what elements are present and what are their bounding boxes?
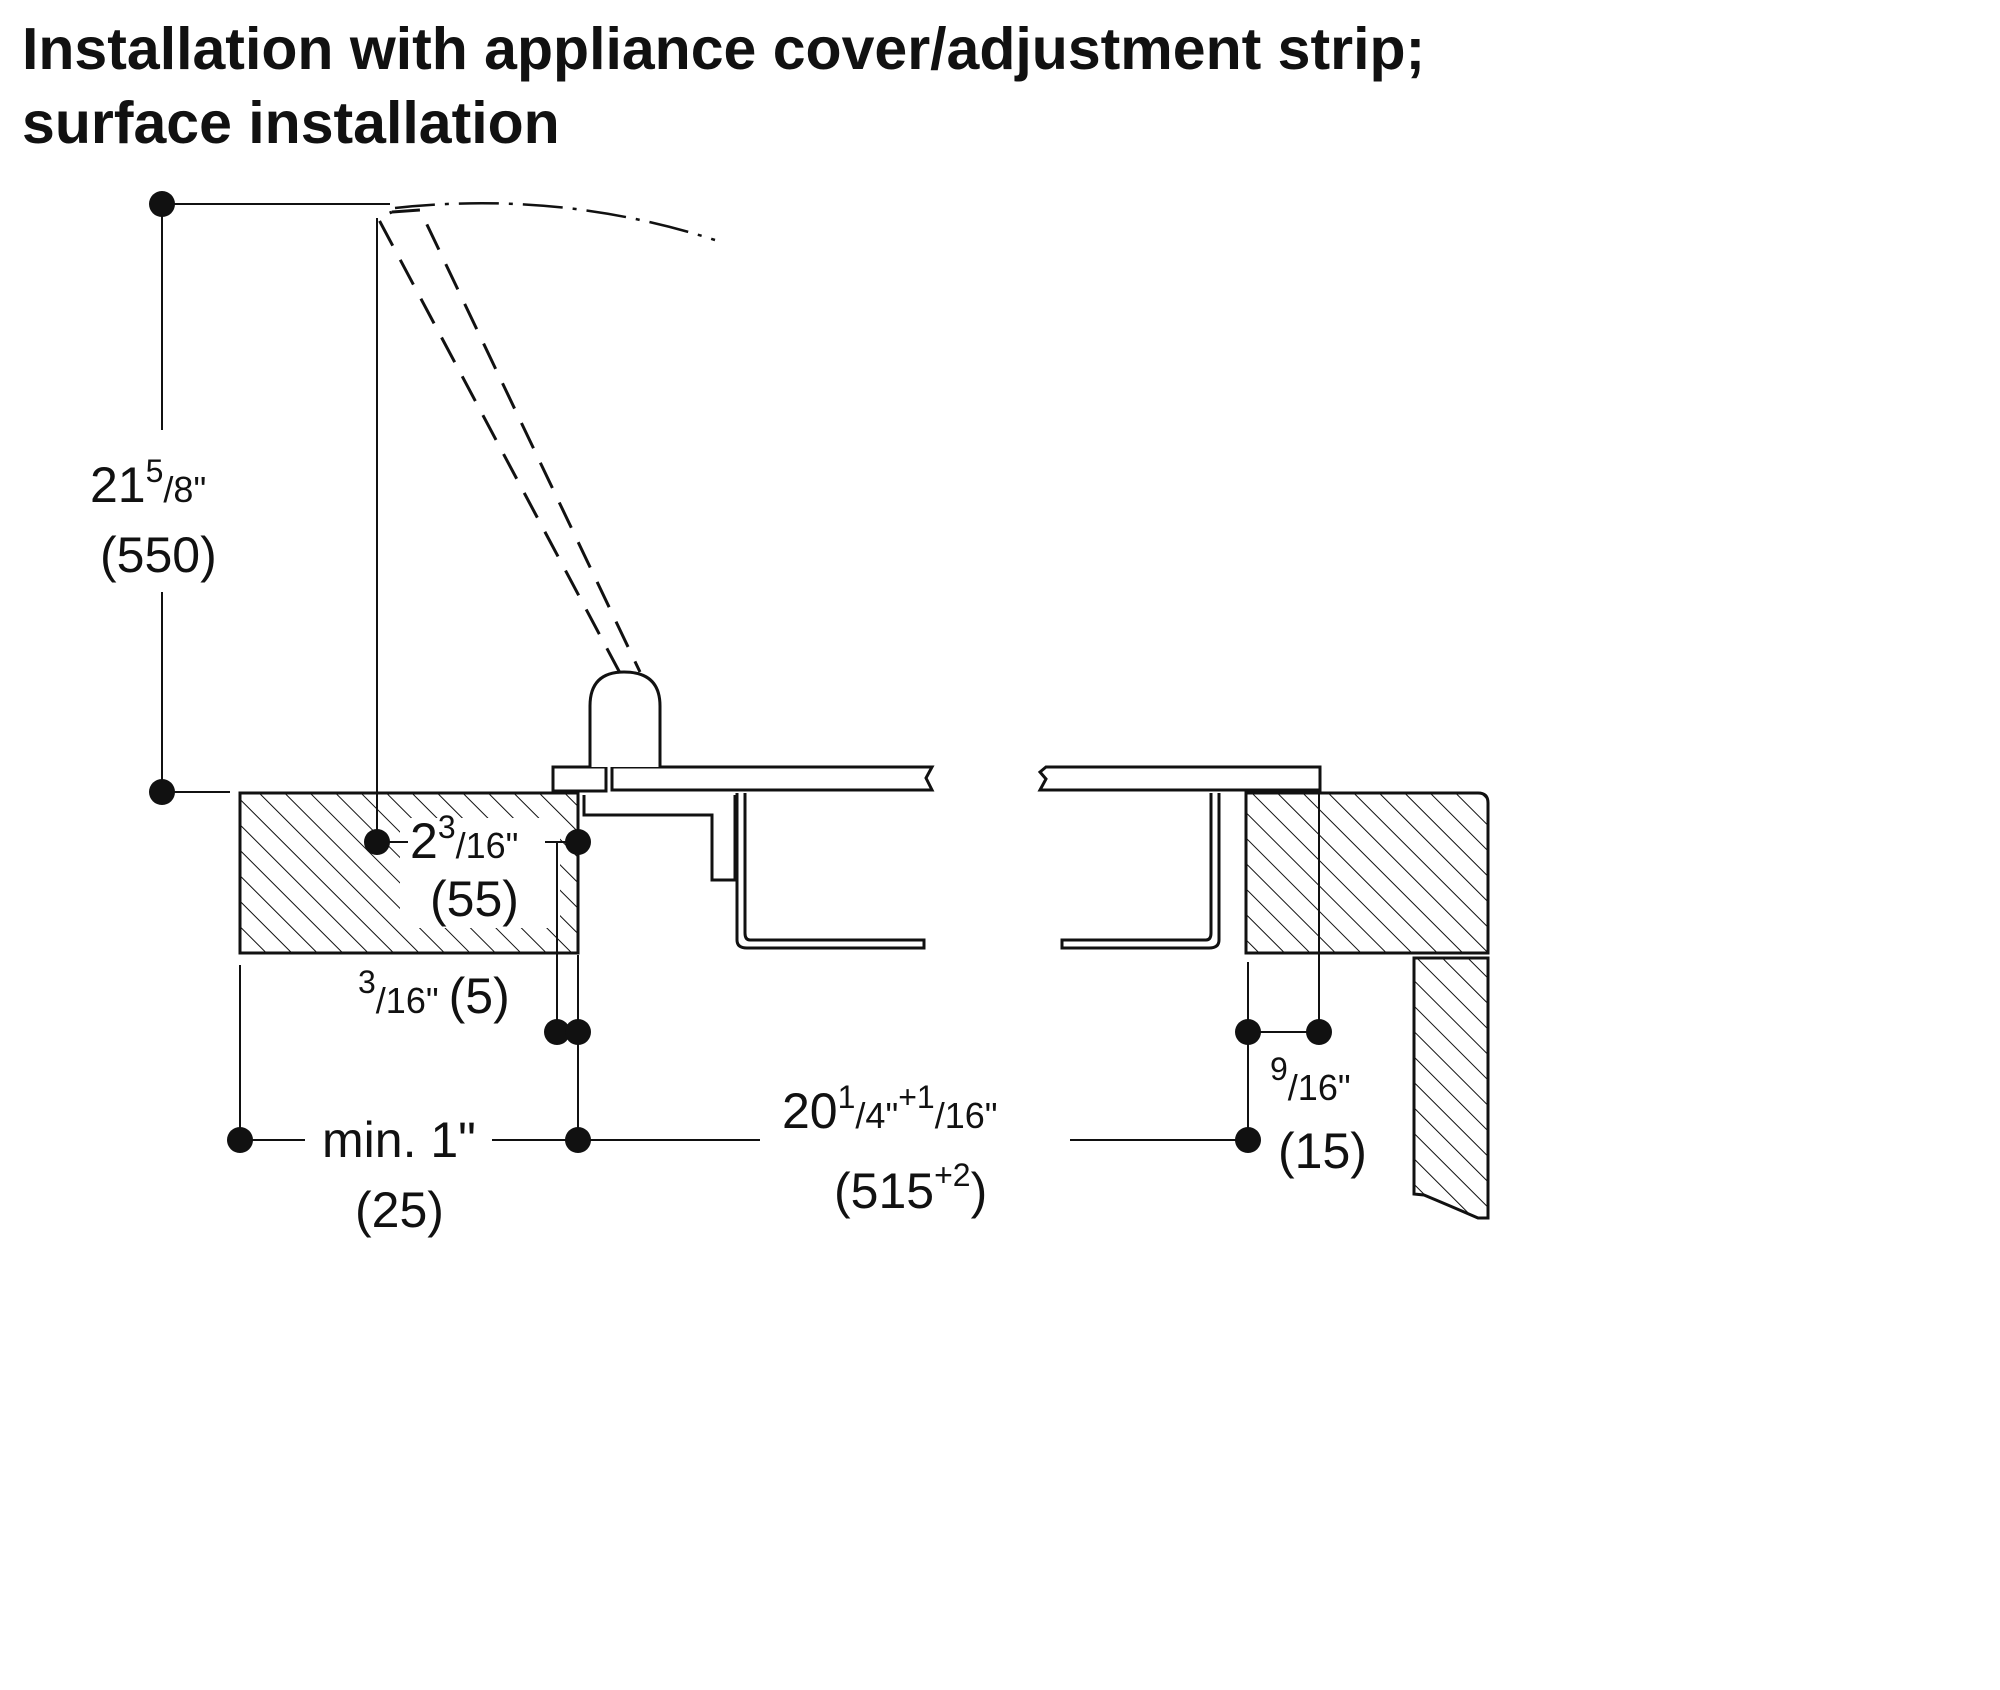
right-countertop (1244, 791, 1490, 955)
cooktop-glass (610, 765, 1322, 792)
svg-text:215/8": 215/8" (90, 453, 206, 513)
dimension-dots (149, 191, 1332, 1153)
adjustment-strip (551, 765, 608, 793)
dim-height-label: 215/8" (550) (90, 453, 217, 583)
dimension-lines (161, 203, 1320, 1141)
svg-text:(55): (55) (430, 871, 519, 927)
dim-overhang-label: 9/16" (15) (1270, 1051, 1367, 1179)
dim-cutout-label: 201/4"+1/16" (515+2) (782, 1079, 998, 1219)
title-line-2: surface installation (22, 90, 560, 156)
diagram-title: Installation with appliance cover/adjust… (22, 12, 1425, 160)
cabinet-side (1412, 956, 1490, 1220)
cover-swing-arc (394, 201, 716, 242)
appliance-cover-open (375, 208, 642, 674)
svg-text:201/4"+1/16": 201/4"+1/16" (782, 1079, 998, 1139)
dim-lid-offset-label: 23/16" (55) (410, 809, 519, 927)
cover-hinge (588, 670, 662, 767)
dim-edge-label: min. 1" (25) (322, 1112, 476, 1238)
svg-text:(15): (15) (1278, 1123, 1367, 1179)
left-countertop (238, 791, 580, 955)
svg-text:23/16": 23/16" (410, 809, 518, 869)
svg-text:9/16": 9/16" (1270, 1051, 1351, 1108)
svg-text:(550): (550) (100, 527, 217, 583)
svg-text:(515+2): (515+2) (834, 1157, 987, 1219)
dim-gap-label: 3/16"(5) (358, 964, 510, 1024)
appliance-frame (582, 793, 1221, 950)
svg-text:min. 1": min. 1" (322, 1112, 476, 1168)
title-line-1: Installation with appliance cover/adjust… (22, 16, 1426, 82)
svg-text:(25): (25) (355, 1182, 444, 1238)
svg-text:3/16"(5): 3/16"(5) (358, 964, 510, 1024)
